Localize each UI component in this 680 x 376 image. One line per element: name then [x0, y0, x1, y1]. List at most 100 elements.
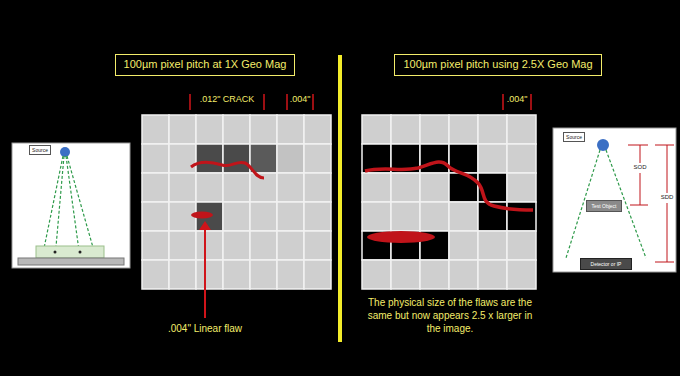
pixel [420, 260, 449, 289]
pixel [391, 115, 420, 144]
pixel [507, 202, 536, 231]
pixel [169, 115, 196, 144]
pixel [449, 260, 478, 289]
pixel [420, 173, 449, 202]
distance-label: SOD [632, 163, 647, 173]
pixel [277, 231, 304, 260]
pixel [478, 144, 507, 173]
pixel [507, 115, 536, 144]
beam-lines [42, 156, 96, 258]
pixel [223, 173, 250, 202]
pixel [391, 173, 420, 202]
pixel [420, 115, 449, 144]
pixel [142, 231, 169, 260]
pixel [507, 173, 536, 202]
detector-box: Detector or IP [580, 258, 633, 270]
test-object [36, 246, 104, 258]
pixel [250, 260, 277, 289]
pixel [142, 202, 169, 231]
pixel [420, 144, 449, 173]
pixel [223, 115, 250, 144]
linear-flaw [191, 212, 213, 219]
pixel [250, 115, 277, 144]
dimension-label: .004" [507, 94, 528, 106]
dimension-label: .012" CRACK [200, 94, 255, 106]
node-text: Source [32, 147, 48, 153]
pixel [196, 144, 223, 173]
pixel [277, 260, 304, 289]
pixel [169, 231, 196, 260]
pixel [196, 115, 223, 144]
pixel [223, 202, 250, 231]
pixel [169, 260, 196, 289]
pixel-grid [142, 115, 331, 289]
arrow-head [199, 221, 211, 230]
setup-panel [553, 128, 676, 272]
pixel [362, 173, 391, 202]
linear-flaw [367, 231, 435, 243]
pixel [169, 144, 196, 173]
pixel [223, 260, 250, 289]
node-text: 100µm pixel pitch using 2.5X Geo Mag [403, 58, 592, 71]
distance-markers [628, 145, 674, 262]
pixel [391, 202, 420, 231]
detector [18, 258, 124, 265]
title-box: 100µm pixel pitch using 2.5X Geo Mag [394, 54, 601, 75]
pixel [196, 231, 223, 260]
pixel [196, 260, 223, 289]
divider [338, 55, 342, 342]
pixel [169, 173, 196, 202]
pixel [391, 260, 420, 289]
pixel [304, 115, 331, 144]
pixel [507, 231, 536, 260]
pixel [478, 260, 507, 289]
pixel [142, 144, 169, 173]
pixel [250, 231, 277, 260]
pixel [304, 144, 331, 173]
pixel [169, 202, 196, 231]
pixel [304, 173, 331, 202]
pixel-grid [362, 115, 536, 289]
pixel [304, 202, 331, 231]
crack [191, 162, 264, 178]
pixel [277, 144, 304, 173]
pixel [277, 173, 304, 202]
dimension-label: .004" [290, 94, 311, 106]
pixel [304, 231, 331, 260]
title-box: 100µm pixel pitch at 1X Geo Mag [115, 54, 296, 75]
distance-label: SDD [660, 193, 675, 203]
pixel [478, 231, 507, 260]
leader-arrow [204, 226, 206, 318]
pixel [223, 144, 250, 173]
source-dot [597, 139, 609, 151]
pixel [142, 173, 169, 202]
pixel [304, 260, 331, 289]
node-text: Source [566, 134, 582, 140]
pixel [507, 260, 536, 289]
caption-note: The physical size of the flaws are the s… [362, 296, 538, 335]
source-dot [60, 147, 70, 157]
pixel [142, 115, 169, 144]
node-text: Test Object [591, 203, 616, 209]
pixel [250, 144, 277, 173]
pixel [449, 115, 478, 144]
pixel [449, 231, 478, 260]
pixel [478, 115, 507, 144]
pixel [223, 231, 250, 260]
source-box: Source [29, 145, 51, 155]
pixel [449, 202, 478, 231]
source-box: Source [563, 132, 585, 142]
setup-panel [12, 143, 130, 268]
pixel [277, 202, 304, 231]
test-object-box: Test Object [586, 200, 621, 212]
node-text: 100µm pixel pitch at 1X Geo Mag [124, 58, 287, 71]
node-text: Detector or IP [591, 261, 622, 267]
pixel [362, 260, 391, 289]
pixel [250, 202, 277, 231]
pixel [420, 202, 449, 231]
dimension-ticks [190, 94, 531, 110]
pixel [142, 260, 169, 289]
pixel [277, 115, 304, 144]
pixel [362, 115, 391, 144]
